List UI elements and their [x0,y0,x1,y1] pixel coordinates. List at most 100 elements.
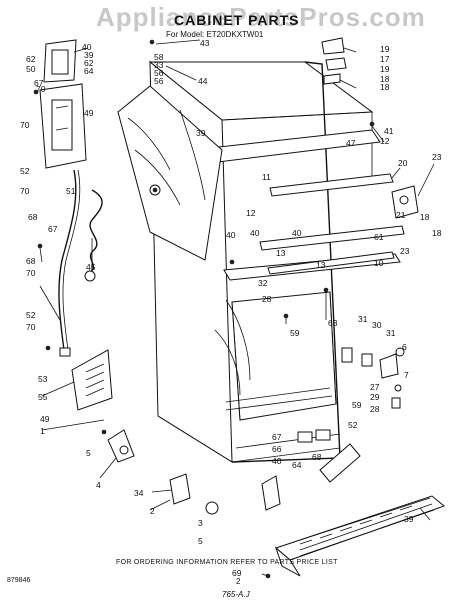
callout: 47 [346,138,356,148]
ordering-note: FOR ORDERING INFORMATION REFER TO PARTS … [116,559,338,566]
callout: 40 [82,42,92,52]
callout: 62 [84,58,94,68]
callout: 68 [28,212,38,222]
diagram-title: CABINET PARTS [174,12,300,28]
callout: 59 [290,328,300,338]
callout: 13 [316,260,326,270]
callout: 29 [370,392,380,402]
callout: 6 [402,342,407,352]
bottom-hinge-assembly [107,429,135,463]
callout: 44 [198,76,208,86]
callout: 18 [432,228,442,238]
drain-tube [58,169,81,357]
callout: 67 [48,224,58,234]
callout: 40 [250,228,260,238]
callout: 68 [26,256,36,266]
callout: 49 [84,108,94,118]
callout: 70 [20,186,30,196]
callout: 69 [232,568,242,578]
callout: 3 [198,518,203,528]
callout: 23 [400,246,410,256]
callout: 32 [258,278,268,288]
callout: 17 [380,54,390,64]
callout: 64 [84,66,94,76]
callout: 18 [420,212,430,222]
callout: 70 [26,322,36,332]
callout: 40 [226,230,236,240]
callout: 67 [272,432,282,442]
callout: 61 [374,232,384,242]
callout: 59 [352,400,362,410]
callout: 40 [272,456,282,466]
callout: 62 [26,54,36,64]
callout: 4 [96,480,101,490]
callout: 1 [40,426,45,436]
callout: 23 [432,152,442,162]
door-stop-bracket [39,83,87,169]
callout: 70 [26,268,36,278]
callout-labels: 62 50 40 39 62 67 64 43 58 33 56 56 44 7… [20,38,442,578]
leveling-legs [341,347,405,409]
door-stop-parts [297,429,361,483]
callout: 41 [384,126,394,136]
callout: 21 [396,210,406,220]
callout: 39 [196,128,206,138]
callout: 7 [404,370,409,380]
callout: 5 [86,448,91,458]
callout: 70 [20,120,30,130]
part-code: 879846 [7,577,31,584]
shelf-rail [259,173,405,275]
callout: 52 [26,310,36,320]
callout: 31 [358,314,368,324]
signature: 765-A.J [222,590,250,599]
callout: 43 [200,38,210,48]
watermark: AppliancePartsPros.com [96,2,426,32]
callout: 64 [292,460,302,470]
callout: 18 [380,82,390,92]
page-number: 2 [236,577,241,586]
callout: 13 [276,248,286,258]
callout: 49 [40,414,50,424]
callout: 63 [328,318,338,328]
callout: 19 [380,44,390,54]
callout: 31 [386,328,396,338]
screws [33,39,375,579]
callout: 52 [348,420,358,430]
callout: 58 [154,52,164,62]
callout: 68 [312,452,322,462]
callout: 34 [134,488,144,498]
roller-bracket [169,473,281,515]
callout: 28 [370,404,380,414]
callout: 12 [380,136,390,146]
model-line: For Model: ET20DKXTW01 [166,30,264,39]
callout: 66 [272,444,282,454]
callout: 10 [374,258,384,268]
callout: 51 [66,186,76,196]
toe-grille [274,495,445,577]
callout: 56 [154,76,164,86]
callout: 33 [154,60,164,70]
callout: 28 [262,294,272,304]
callout: 19 [380,64,390,74]
callout: 5 [198,536,203,546]
callout: 50 [26,64,36,74]
callout: 18 [380,74,390,84]
callout: 2 [150,506,155,516]
cabinet-shell [117,60,401,463]
callout: 39 [84,50,94,60]
callout: 52 [20,166,30,176]
callout: 39 [404,514,414,524]
callout: 55 [38,392,48,402]
temperature-control [391,185,419,219]
callout: 40 [292,228,302,238]
leader-lines [39,39,435,577]
top-hinge-plate [43,39,77,83]
hinge-cover-parts [321,37,347,85]
rear-access-panel [71,349,113,411]
callout: 20 [398,158,408,168]
callout: 67 [34,78,44,88]
callout: 56 [154,68,164,78]
callout: 30 [372,320,382,330]
